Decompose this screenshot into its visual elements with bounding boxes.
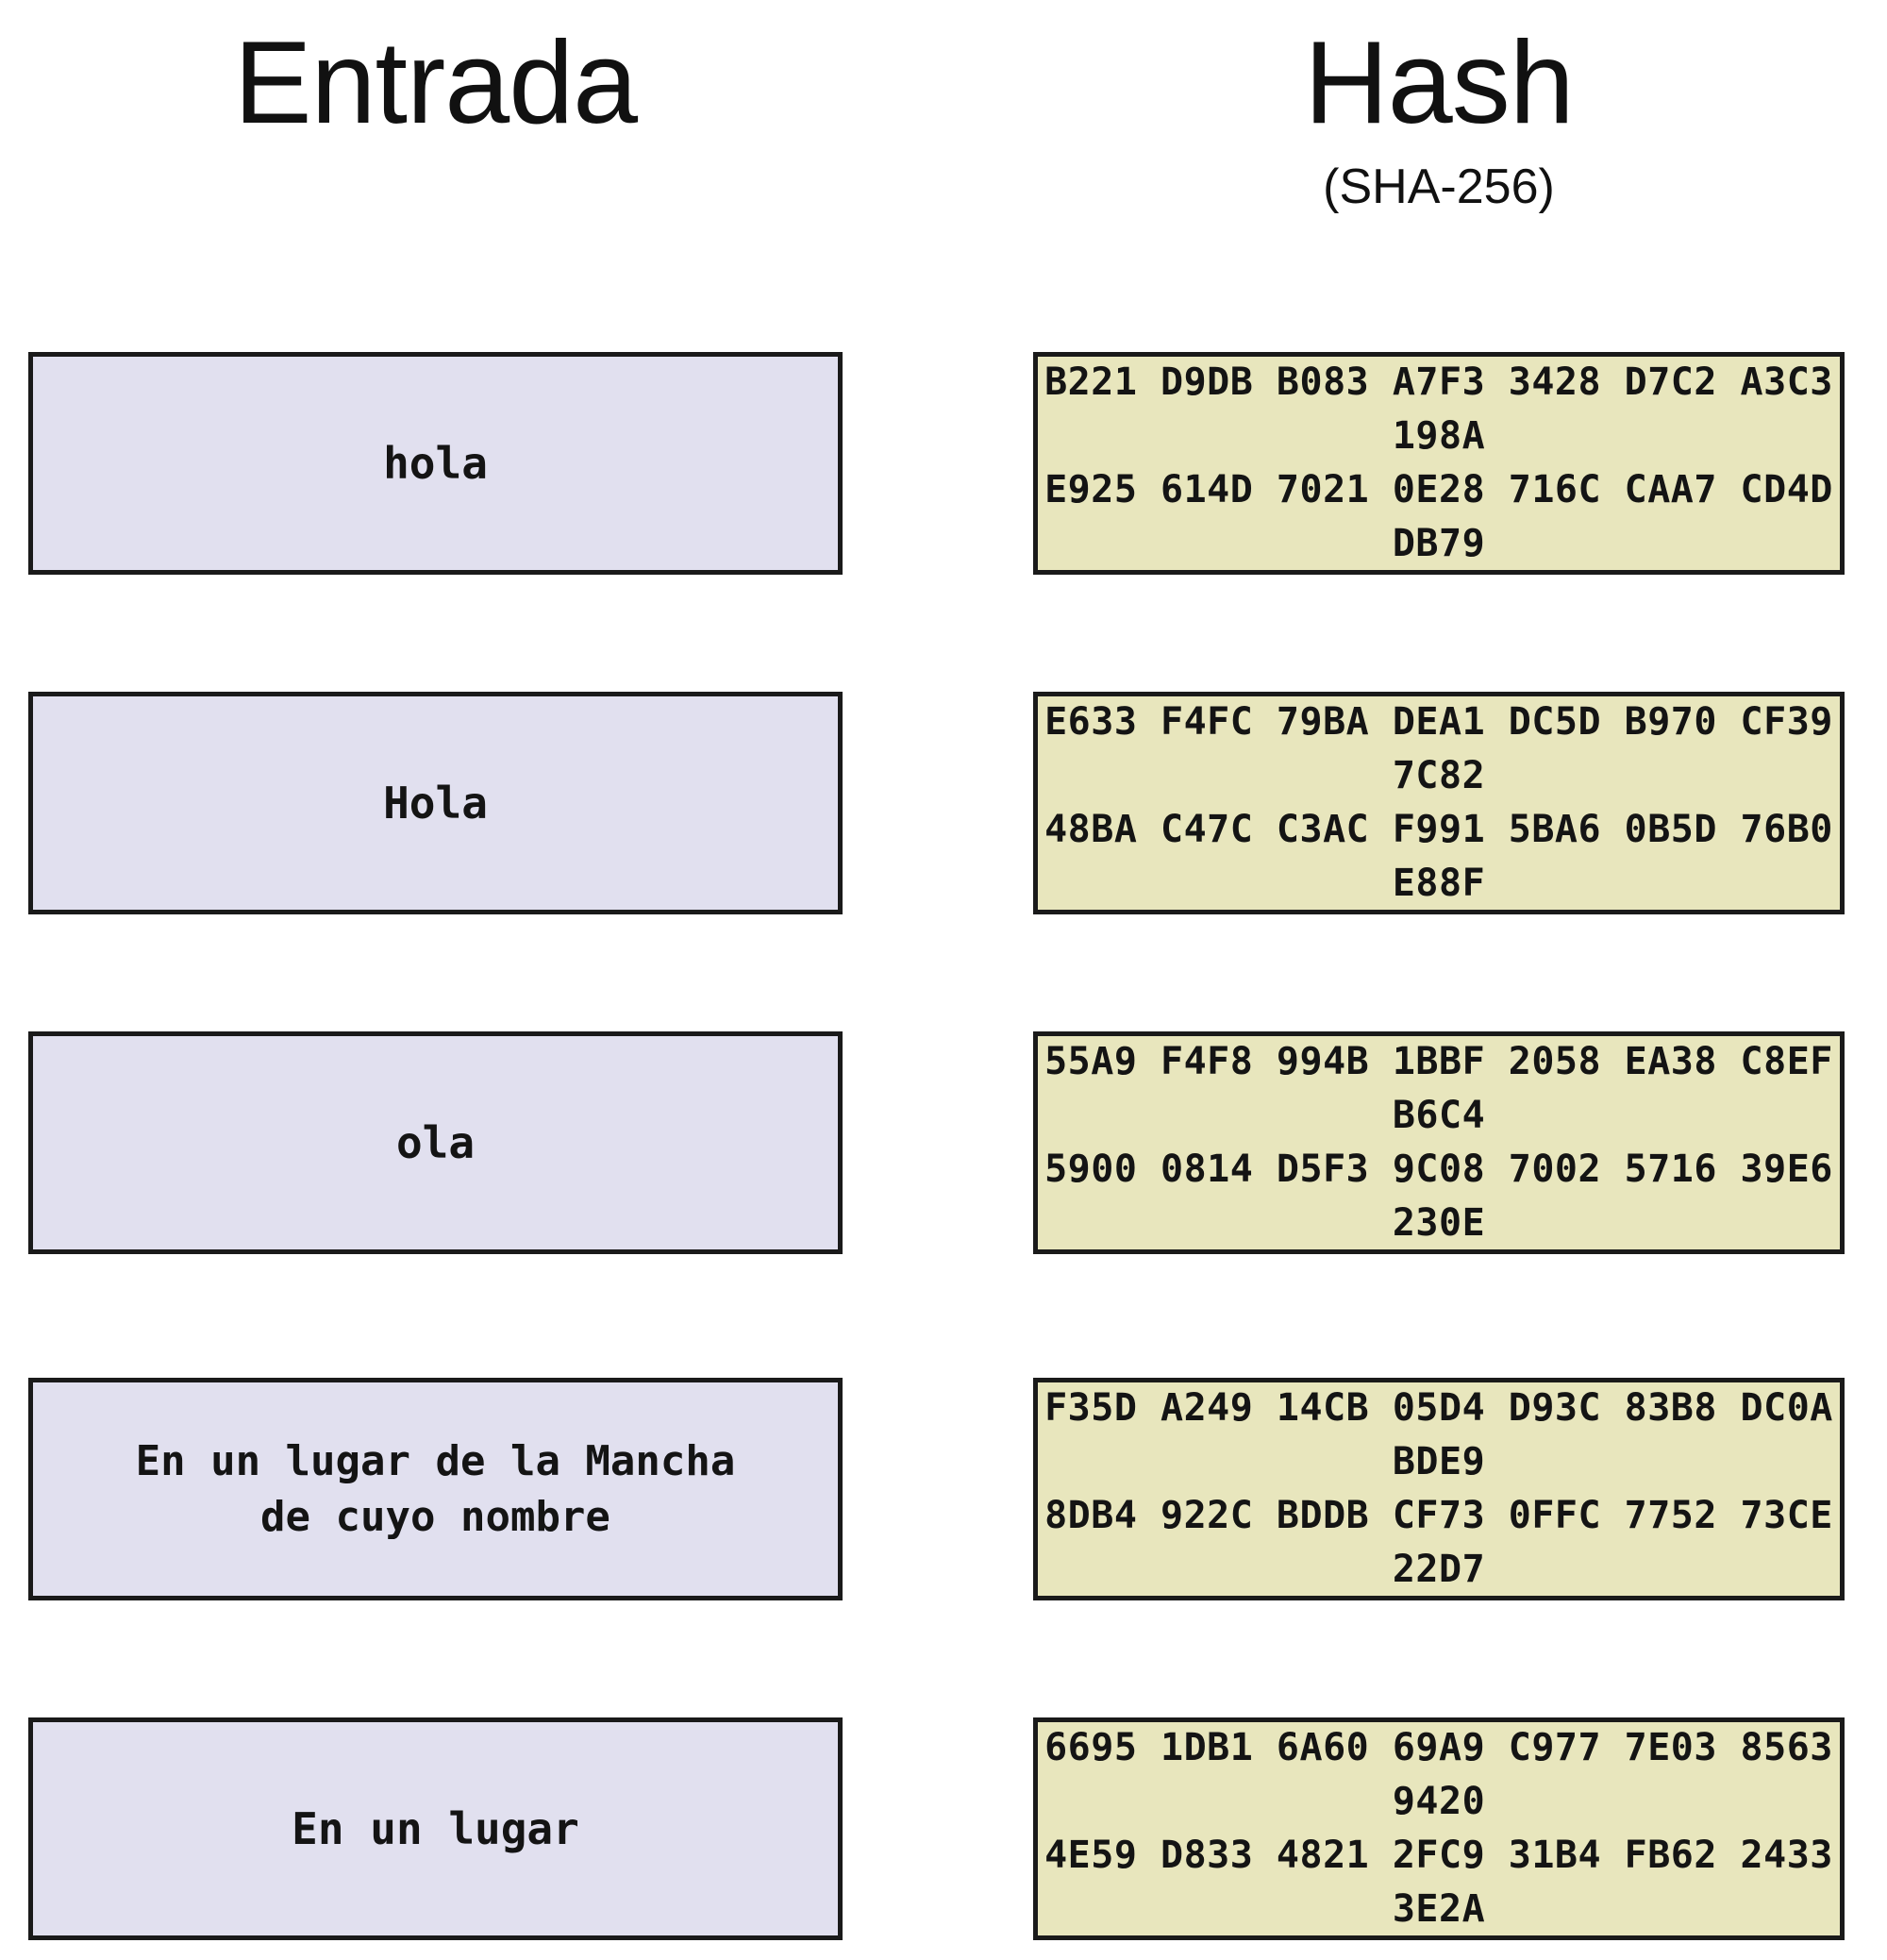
hash-cell: 6695 1DB1 6A60 69A9 C977 7E03 8563 9420 … — [1033, 1717, 1845, 1940]
input-value: En un lugar de la Mancha de cuyo nombre — [135, 1436, 736, 1541]
input-cell: Hola — [28, 692, 843, 914]
table-row: En un lugar de la Mancha de cuyo nombre … — [0, 1378, 1887, 1600]
input-cell: hola — [28, 352, 843, 575]
table-row: En un lugar 6695 1DB1 6A60 69A9 C977 7E0… — [0, 1717, 1887, 1940]
input-cell: En un lugar de la Mancha de cuyo nombre — [28, 1378, 843, 1600]
column-headers: Entrada Hash (SHA-256) — [0, 0, 1887, 236]
hash-value-line-2: 5900 0814 D5F3 9C08 7002 5716 39E6 230E — [1044, 1148, 1833, 1245]
hash-cell: B221 D9DB B083 A7F3 3428 D7C2 A3C3 198A … — [1033, 352, 1845, 575]
page-title-entrada: Entrada — [233, 18, 638, 148]
hash-cell: E633 F4FC 79BA DEA1 DC5D B970 CF39 7C82 … — [1033, 692, 1845, 914]
hash-value-line-1: 6695 1DB1 6A60 69A9 C977 7E03 8563 9420 — [1044, 1726, 1833, 1824]
hash-value-line-1: 55A9 F4F8 994B 1BBF 2058 EA38 C8EF B6C4 — [1044, 1040, 1833, 1138]
hash-value-line-2: 8DB4 922C BDDB CF73 0FFC 7752 73CE 22D7 — [1044, 1494, 1833, 1591]
hash-value-line-1: E633 F4FC 79BA DEA1 DC5D B970 CF39 7C82 — [1044, 700, 1833, 798]
table-row: hola B221 D9DB B083 A7F3 3428 D7C2 A3C3 … — [0, 352, 1887, 575]
hash-cell: 55A9 F4F8 994B 1BBF 2058 EA38 C8EF B6C4 … — [1033, 1031, 1845, 1254]
input-value: hola — [383, 437, 488, 489]
hash-cell: F35D A249 14CB 05D4 D93C 83B8 DC0A BDE9 … — [1033, 1378, 1845, 1600]
hash-value-line-1: B221 D9DB B083 A7F3 3428 D7C2 A3C3 198A — [1044, 360, 1833, 459]
page-title-hash: Hash — [1304, 18, 1574, 148]
hash-value-line-2: 4E59 D833 4821 2FC9 31B4 FB62 2433 3E2A — [1044, 1834, 1833, 1931]
input-value: Hola — [383, 777, 488, 829]
input-cell: ola — [28, 1031, 843, 1254]
table-row: Hola E633 F4FC 79BA DEA1 DC5D B970 CF39 … — [0, 692, 1887, 914]
input-cell: En un lugar — [28, 1717, 843, 1940]
hash-value-line-1: F35D A249 14CB 05D4 D93C 83B8 DC0A BDE9 — [1044, 1386, 1833, 1484]
input-value: ola — [395, 1116, 476, 1168]
hash-value-line-2: 48BA C47C C3AC F991 5BA6 0B5D 76B0 E88F — [1044, 808, 1833, 905]
input-value: En un lugar — [292, 1802, 579, 1854]
table-row: ola 55A9 F4F8 994B 1BBF 2058 EA38 C8EF B… — [0, 1031, 1887, 1254]
hash-value-line-2: E925 614D 7021 0E28 716C CAA7 CD4D DB79 — [1044, 468, 1833, 565]
hash-algorithm-subtitle: (SHA-256) — [1323, 159, 1555, 214]
